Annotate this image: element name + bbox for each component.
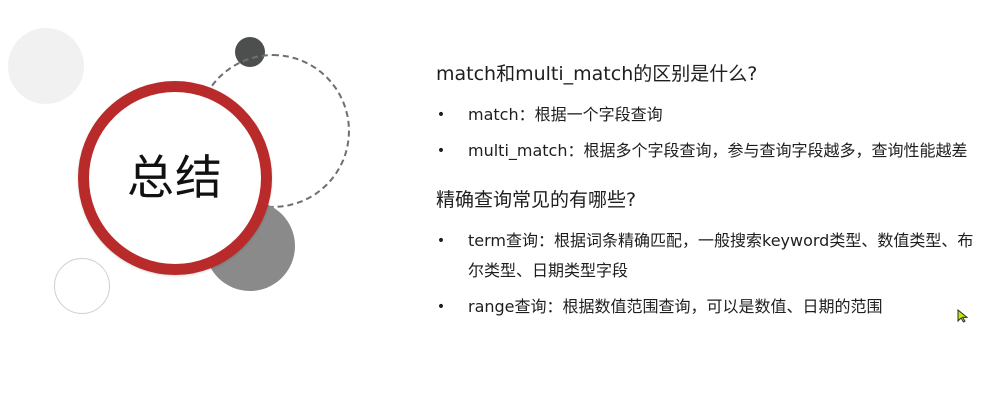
slide-title: 总结 bbox=[127, 150, 223, 206]
bullet-dot-icon: • bbox=[436, 107, 446, 123]
bullet-dot-icon: • bbox=[436, 299, 446, 315]
bullet-item: • range查询：根据数值范围查询，可以是数值、日期的范围 bbox=[436, 292, 976, 322]
question-heading: 精确查询常见的有哪些? bbox=[436, 189, 637, 211]
title-ring: 总结 bbox=[78, 81, 272, 275]
summary-content: match和multi_match的区别是什么? • match：根据一个字段查… bbox=[436, 60, 976, 328]
bullet-dot-icon: • bbox=[436, 233, 446, 249]
bullet-item: • multi_match：根据多个字段查询，参与查询字段越多，查询性能越差 bbox=[436, 136, 976, 166]
decorative-outline-circle bbox=[54, 258, 110, 314]
bullet-dot-icon: • bbox=[436, 143, 446, 159]
bullet-text: term查询：根据词条精确匹配，一般搜索keyword类型、数值类型、布尔类型、… bbox=[468, 231, 974, 280]
question-heading: match和multi_match的区别是什么? bbox=[436, 63, 758, 85]
mouse-pointer-icon bbox=[957, 309, 969, 323]
bullet-item: • term查询：根据词条精确匹配，一般搜索keyword类型、数值类型、布尔类… bbox=[436, 226, 976, 286]
bullet-text: multi_match：根据多个字段查询，参与查询字段越多，查询性能越差 bbox=[468, 141, 968, 160]
bullet-text: match：根据一个字段查询 bbox=[468, 105, 663, 124]
bullet-text: range查询：根据数值范围查询，可以是数值、日期的范围 bbox=[468, 297, 883, 316]
bullet-list: • match：根据一个字段查询 • multi_match：根据多个字段查询，… bbox=[436, 100, 976, 166]
bullet-item: • match：根据一个字段查询 bbox=[436, 100, 976, 130]
decorative-light-circle bbox=[8, 28, 84, 104]
bullet-list: • term查询：根据词条精确匹配，一般搜索keyword类型、数值类型、布尔类… bbox=[436, 226, 976, 322]
